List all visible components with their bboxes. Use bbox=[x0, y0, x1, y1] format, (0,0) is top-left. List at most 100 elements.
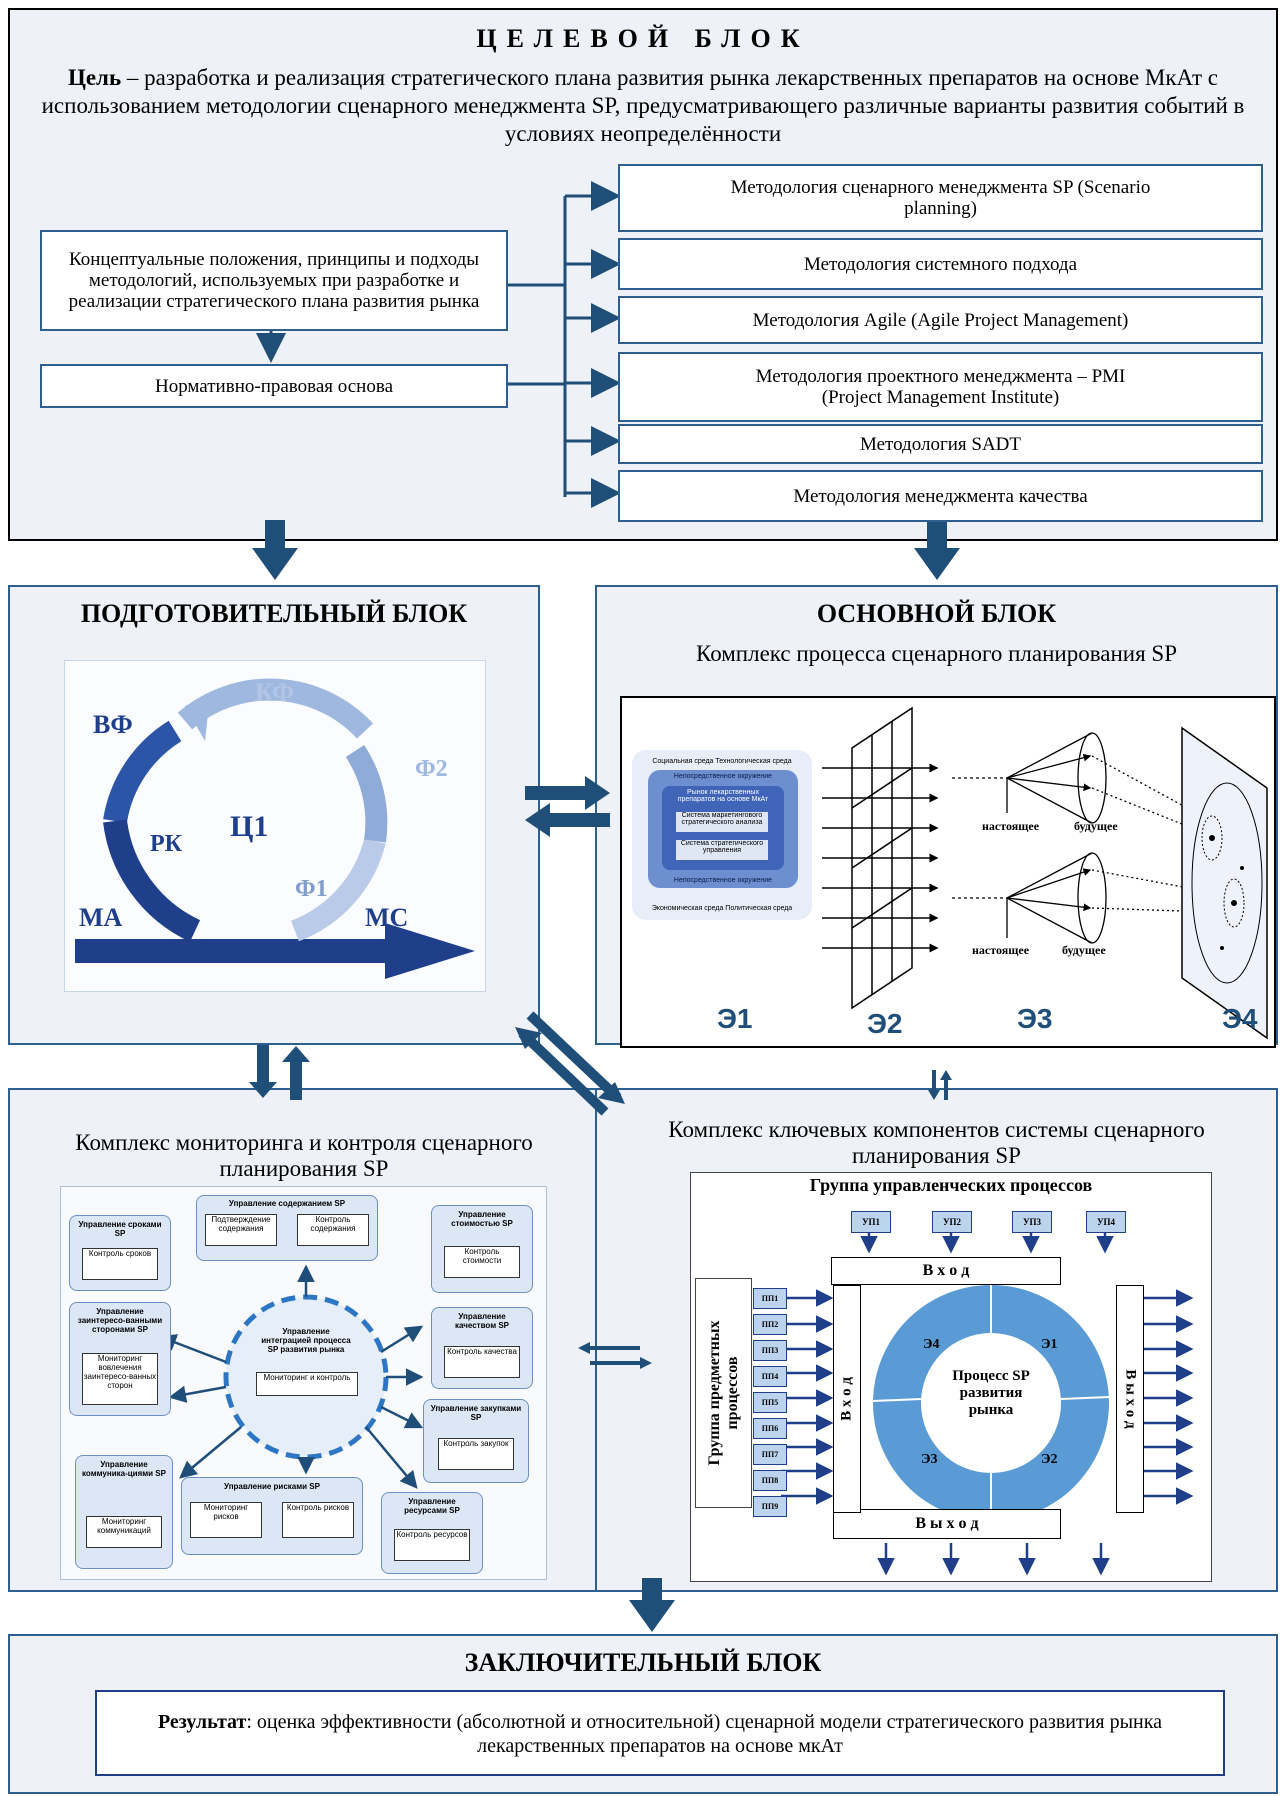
methodology-sp: Методология сценарного менеджмента SP (S… bbox=[618, 164, 1263, 232]
input-left: В х о д bbox=[833, 1285, 861, 1513]
pp9: ПП9 bbox=[753, 1496, 787, 1517]
main-block-title: ОСНОВНОЙ БЛОК bbox=[816, 599, 1057, 628]
methodology-quality: Методология менеджмента качества bbox=[618, 470, 1263, 522]
mgmt-group-title: Группа управленческих процессов bbox=[809, 1175, 1093, 1195]
key-diagram: Э4 Э1 Э3 Э2 bbox=[781, 1231, 1194, 1576]
methodology-system: Методология системного подхода bbox=[618, 238, 1263, 290]
env-market-label: Рынок лекарственных препаратов на основе… bbox=[677, 789, 769, 803]
pp6: ПП6 bbox=[753, 1418, 787, 1439]
pp8: ПП8 bbox=[753, 1470, 787, 1491]
arrow-monitor-to-prep bbox=[282, 1046, 310, 1100]
node-quality: Управление качеством SP Контроль качеств… bbox=[431, 1307, 533, 1389]
node-time-title: Управление сроками SP bbox=[78, 1220, 162, 1238]
process-center: Процесс SP развития рынка bbox=[952, 1368, 1030, 1418]
node-communications-title: Управление коммуника-циями SP bbox=[82, 1460, 166, 1478]
node-communications-a: Мониторинг коммуникаций bbox=[86, 1516, 162, 1548]
goal-label: Цель bbox=[67, 65, 122, 90]
arrow-prep-to-main bbox=[525, 776, 610, 810]
pp2: ПП2 bbox=[753, 1314, 787, 1335]
ring-e3: Э3 bbox=[921, 1452, 938, 1467]
ring-e1: Э1 bbox=[1041, 1337, 1058, 1352]
goal-text: Цель – разработка и реализация стратегич… bbox=[32, 64, 1254, 148]
arrow-target-main bbox=[914, 522, 960, 580]
node-procurement: Управление закупками SP Контроль закупок bbox=[423, 1399, 529, 1483]
arrow-target-prep bbox=[252, 520, 298, 580]
env-sys1: Система маркетингового стратегического а… bbox=[676, 812, 768, 832]
prep-block-title: ПОДГОТОВИТЕЛЬНЫЙ БЛОК bbox=[80, 599, 468, 628]
integration-control: Мониторинг и контроль bbox=[256, 1372, 358, 1396]
node-time-a: Контроль сроков bbox=[82, 1248, 158, 1280]
node-resources: Управление ресурсами SP Контроль ресурсо… bbox=[381, 1492, 483, 1574]
up3: УП3 bbox=[1012, 1211, 1052, 1233]
arrow-key-to-monitor bbox=[578, 1342, 640, 1354]
node-risks-b: Контроль рисков bbox=[282, 1502, 354, 1538]
methodology-pmi: Методология проектного менеджмента – PMI… bbox=[618, 352, 1263, 422]
arrow-main-to-key bbox=[928, 1070, 940, 1100]
label-f2: Ф2 bbox=[415, 756, 448, 782]
arrow-diag-down bbox=[526, 1011, 622, 1102]
arrow-prep-to-monitor bbox=[249, 1045, 277, 1098]
arc-vf bbox=[103, 720, 182, 824]
label-vf: ВФ bbox=[93, 710, 133, 739]
stage-e2: Э2 bbox=[867, 1008, 903, 1039]
env-bottom: Экономическая среда Политическая среда bbox=[651, 905, 793, 912]
prep-cycle-figure: КФ ВФ Ф2 Ц1 РК Ф1 МА МС bbox=[64, 660, 486, 992]
node-content-b: Контроль содержания bbox=[297, 1214, 369, 1246]
ring-e4: Э4 bbox=[923, 1337, 940, 1352]
env-inner: Непосредственное окружение Рынок лекарст… bbox=[648, 770, 798, 888]
node-content: Управление содержанием SP Подтверждение … bbox=[196, 1195, 378, 1261]
goal-body: – разработка и реализация стратегическог… bbox=[41, 65, 1245, 146]
env-sys2: Система стратегического управления bbox=[676, 840, 768, 860]
result-text: : оценка эффективности (абсолютной и отн… bbox=[246, 1711, 1163, 1757]
node-stakeholders: Управление заинтересо-ванными сторонами … bbox=[69, 1302, 171, 1416]
key-block-title: Комплекс ключевых компонентов системы сц… bbox=[668, 1117, 1205, 1168]
target-block-title: ЦЕЛЕВОЙ БЛОК bbox=[476, 24, 810, 53]
cone2-future: будущее bbox=[1062, 943, 1106, 957]
up1: УП1 bbox=[851, 1211, 891, 1233]
stage-e1: Э1 bbox=[717, 1003, 753, 1034]
node-risks: Управление рисками SP Мониторинг рисков … bbox=[181, 1477, 363, 1555]
integration-title: Управление интеграцией процесса SP разви… bbox=[261, 1327, 351, 1354]
arc-f2 bbox=[345, 744, 388, 843]
ring-e2: Э2 bbox=[1041, 1452, 1058, 1467]
cone1-present: настоящее bbox=[982, 819, 1040, 833]
legal-box: Нормативно-правовая основа bbox=[40, 364, 508, 408]
stage-e3: Э3 bbox=[1017, 1003, 1053, 1034]
label-c1: Ц1 bbox=[230, 810, 268, 843]
monitor-figure: Управление интеграцией процесса SP разви… bbox=[60, 1186, 547, 1580]
subject-group-title: Группа предметных процессов bbox=[695, 1278, 752, 1508]
node-communications: Управление коммуника-циями SP Мониторинг… bbox=[75, 1455, 173, 1569]
cycle-diagram: КФ ВФ Ф2 Ц1 РК Ф1 МА МС bbox=[75, 678, 475, 979]
pp4: ПП4 bbox=[753, 1366, 787, 1387]
output-right: В ы х о д bbox=[1116, 1285, 1144, 1513]
input-top: В х о д bbox=[831, 1257, 1061, 1285]
env-market: Рынок лекарственных препаратов на основе… bbox=[662, 786, 784, 870]
pp5: ПП5 bbox=[753, 1392, 787, 1413]
cone2-present: настоящее bbox=[972, 943, 1030, 957]
bottom-arrow bbox=[75, 923, 475, 979]
up2: УП2 bbox=[932, 1211, 972, 1233]
scenario-figure: Социальная среда Технологическая среда Н… bbox=[620, 696, 1276, 1048]
node-time: Управление сроками SP Контроль сроков bbox=[69, 1215, 171, 1291]
stage-e4: Э4 bbox=[1222, 1003, 1258, 1034]
pp3: ПП3 bbox=[753, 1340, 787, 1361]
node-quality-title: Управление качеством SP bbox=[454, 1312, 509, 1330]
node-cost-a: Контроль стоимости bbox=[444, 1246, 520, 1278]
methodology-sadt: Методология SADT bbox=[618, 424, 1263, 464]
pp7: ПП7 bbox=[753, 1444, 787, 1465]
final-block-title: ЗАКЛЮЧИТЕЛЬНЫЙ БЛОК bbox=[464, 1648, 822, 1677]
node-resources-title: Управление ресурсами SP bbox=[404, 1497, 460, 1515]
node-resources-a: Контроль ресурсов bbox=[394, 1529, 470, 1561]
arc-rk bbox=[103, 819, 201, 942]
arc-f1 bbox=[290, 838, 386, 942]
result-label: Результат bbox=[157, 1711, 247, 1733]
env-top: Социальная среда Технологическая среда bbox=[652, 758, 792, 765]
pp1: ПП1 bbox=[753, 1288, 787, 1309]
node-risks-a: Мониторинг рисков bbox=[190, 1502, 262, 1538]
up4: УП4 bbox=[1086, 1211, 1126, 1233]
arrow-monitor-to-key bbox=[590, 1357, 652, 1369]
node-risks-title: Управление рисками SP bbox=[224, 1482, 320, 1491]
scenario-lines: настоящее будущее настоящее будущее Э1 Э… bbox=[717, 706, 1268, 1040]
label-ms: МС bbox=[365, 903, 408, 932]
